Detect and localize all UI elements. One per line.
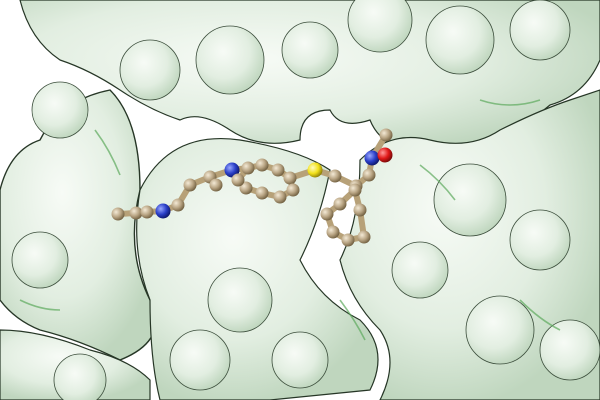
- surface-bump: [11, 231, 69, 289]
- surface-bump: [207, 267, 273, 333]
- carbon-atom: [255, 158, 269, 172]
- surface-bump: [271, 331, 329, 389]
- oxygen-atom: [377, 147, 393, 163]
- carbon-atom: [348, 183, 362, 197]
- ligand: [111, 128, 393, 247]
- surface-bump: [169, 329, 231, 391]
- carbon-atom: [326, 225, 340, 239]
- carbon-atom: [255, 186, 269, 200]
- surface-bump: [539, 319, 600, 381]
- sulfur-atom: [307, 162, 323, 178]
- surface-bump: [465, 295, 535, 365]
- carbon-atom: [111, 207, 125, 221]
- surface-bump: [509, 0, 571, 61]
- carbon-atom: [283, 171, 297, 185]
- surface-bump: [347, 0, 413, 53]
- carbon-atom: [140, 205, 154, 219]
- surface-bump: [391, 241, 449, 299]
- carbon-atom: [241, 161, 255, 175]
- ligand-atoms: [111, 128, 393, 247]
- surface-right: [339, 89, 600, 400]
- carbon-atom: [171, 198, 185, 212]
- nitrogen-atom: [224, 162, 240, 178]
- carbon-atom: [328, 169, 342, 183]
- nitrogen-atom: [364, 150, 380, 166]
- carbon-atom: [209, 178, 223, 192]
- carbon-atom: [353, 203, 367, 217]
- surface-green-accents: [19, 99, 561, 341]
- carbon-atom: [333, 197, 347, 211]
- surface-bump: [53, 353, 107, 400]
- surface-bump: [31, 81, 89, 139]
- carbon-atom: [271, 163, 285, 177]
- surface-bump: [119, 39, 181, 101]
- carbon-atom: [231, 173, 245, 187]
- surface-bump: [195, 25, 265, 95]
- nitrogen-atom: [155, 203, 171, 219]
- surface-bump: [281, 21, 339, 79]
- surface-bump: [433, 163, 507, 237]
- surface-bump: [425, 5, 495, 75]
- surface-bump: [509, 209, 571, 271]
- carbon-atom: [320, 207, 334, 221]
- carbon-atom: [129, 206, 143, 220]
- carbon-atom: [273, 190, 287, 204]
- carbon-atom: [286, 183, 300, 197]
- carbon-atom: [341, 233, 355, 247]
- carbon-atom: [183, 178, 197, 192]
- carbon-atom: [362, 168, 376, 182]
- carbon-atom: [357, 230, 371, 244]
- carbon-atom: [379, 128, 393, 142]
- carbon-atom: [239, 181, 253, 195]
